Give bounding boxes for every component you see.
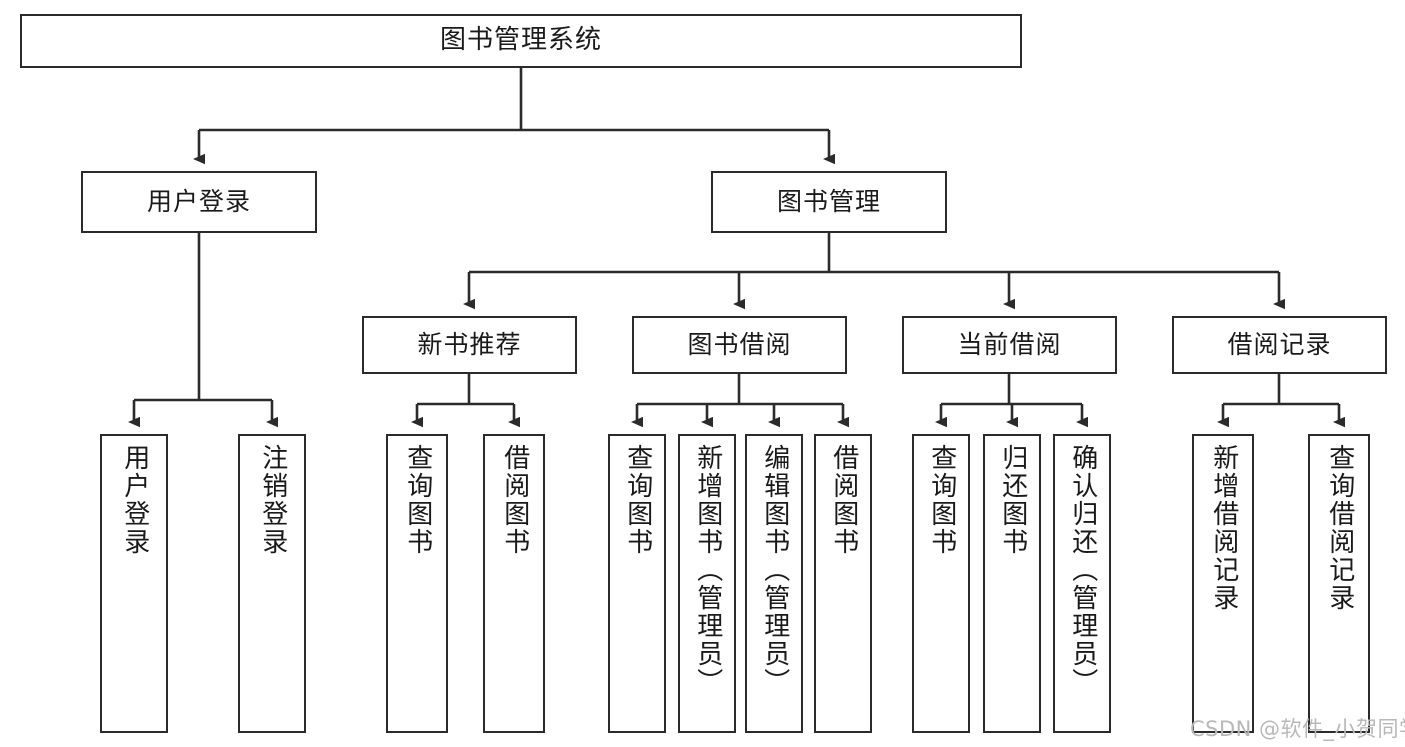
node-new-book-rec-label: 新书推荐 <box>417 329 522 359</box>
node-user-login-label: 用户登录 <box>146 186 251 216</box>
node-leaf-add-record[interactable]: 新增借阅记录 <box>1192 434 1254 733</box>
node-leaf-user-logout-label: 注销登录 <box>257 444 288 556</box>
node-current-borrow[interactable]: 当前借阅 <box>902 316 1117 374</box>
node-book-borrow[interactable]: 图书借阅 <box>632 316 847 374</box>
node-leaf-query-book-2[interactable]: 查询图书 <box>608 434 666 733</box>
node-leaf-add-record-label: 新增借阅记录 <box>1208 444 1239 612</box>
node-book-mgmt-label: 图书管理 <box>776 186 881 216</box>
node-leaf-borrow-book-2-label: 借阅图书 <box>828 444 859 556</box>
node-book-borrow-label: 图书借阅 <box>687 329 792 359</box>
node-leaf-query-book-2-label: 查询图书 <box>622 444 653 556</box>
node-leaf-borrow-book-2[interactable]: 借阅图书 <box>814 434 872 733</box>
node-leaf-user-logout[interactable]: 注销登录 <box>238 434 306 733</box>
node-new-book-rec[interactable]: 新书推荐 <box>362 316 577 374</box>
node-book-mgmt[interactable]: 图书管理 <box>711 171 947 233</box>
node-leaf-edit-book[interactable]: 编辑图书（管理员） <box>745 434 803 733</box>
node-leaf-user-login[interactable]: 用户登录 <box>100 434 168 733</box>
node-leaf-query-book-3-label: 查询图书 <box>926 444 957 556</box>
node-leaf-confirm-return[interactable]: 确认归还（管理员） <box>1053 434 1111 733</box>
node-leaf-borrow-book-1-label: 借阅图书 <box>499 444 530 556</box>
node-leaf-query-record-label: 查询借阅记录 <box>1324 444 1355 612</box>
node-leaf-query-book-3[interactable]: 查询图书 <box>912 434 970 733</box>
node-leaf-query-book-1[interactable]: 查询图书 <box>386 434 448 733</box>
node-current-borrow-label: 当前借阅 <box>957 329 1062 359</box>
node-leaf-edit-book-label: 编辑图书（管理员） <box>759 444 790 696</box>
watermark: CSDN @软件_小贺同学 <box>1190 717 1405 741</box>
node-leaf-return-book[interactable]: 归还图书 <box>983 434 1041 733</box>
node-leaf-confirm-return-label: 确认归还（管理员） <box>1067 444 1098 696</box>
node-leaf-borrow-book-1[interactable]: 借阅图书 <box>483 434 545 733</box>
node-leaf-return-book-label: 归还图书 <box>997 444 1028 556</box>
node-root[interactable]: 图书管理系统 <box>20 14 1022 68</box>
node-leaf-add-book-label: 新增图书（管理员） <box>692 444 723 696</box>
node-root-label: 图书管理系统 <box>439 25 602 56</box>
node-borrow-record[interactable]: 借阅记录 <box>1172 316 1387 374</box>
node-leaf-query-book-1-label: 查询图书 <box>402 444 433 556</box>
node-leaf-user-login-label: 用户登录 <box>119 444 150 556</box>
node-leaf-query-record[interactable]: 查询借阅记录 <box>1308 434 1370 733</box>
node-borrow-record-label: 借阅记录 <box>1227 329 1332 359</box>
node-user-login[interactable]: 用户登录 <box>81 171 317 233</box>
node-leaf-add-book[interactable]: 新增图书（管理员） <box>678 434 736 733</box>
